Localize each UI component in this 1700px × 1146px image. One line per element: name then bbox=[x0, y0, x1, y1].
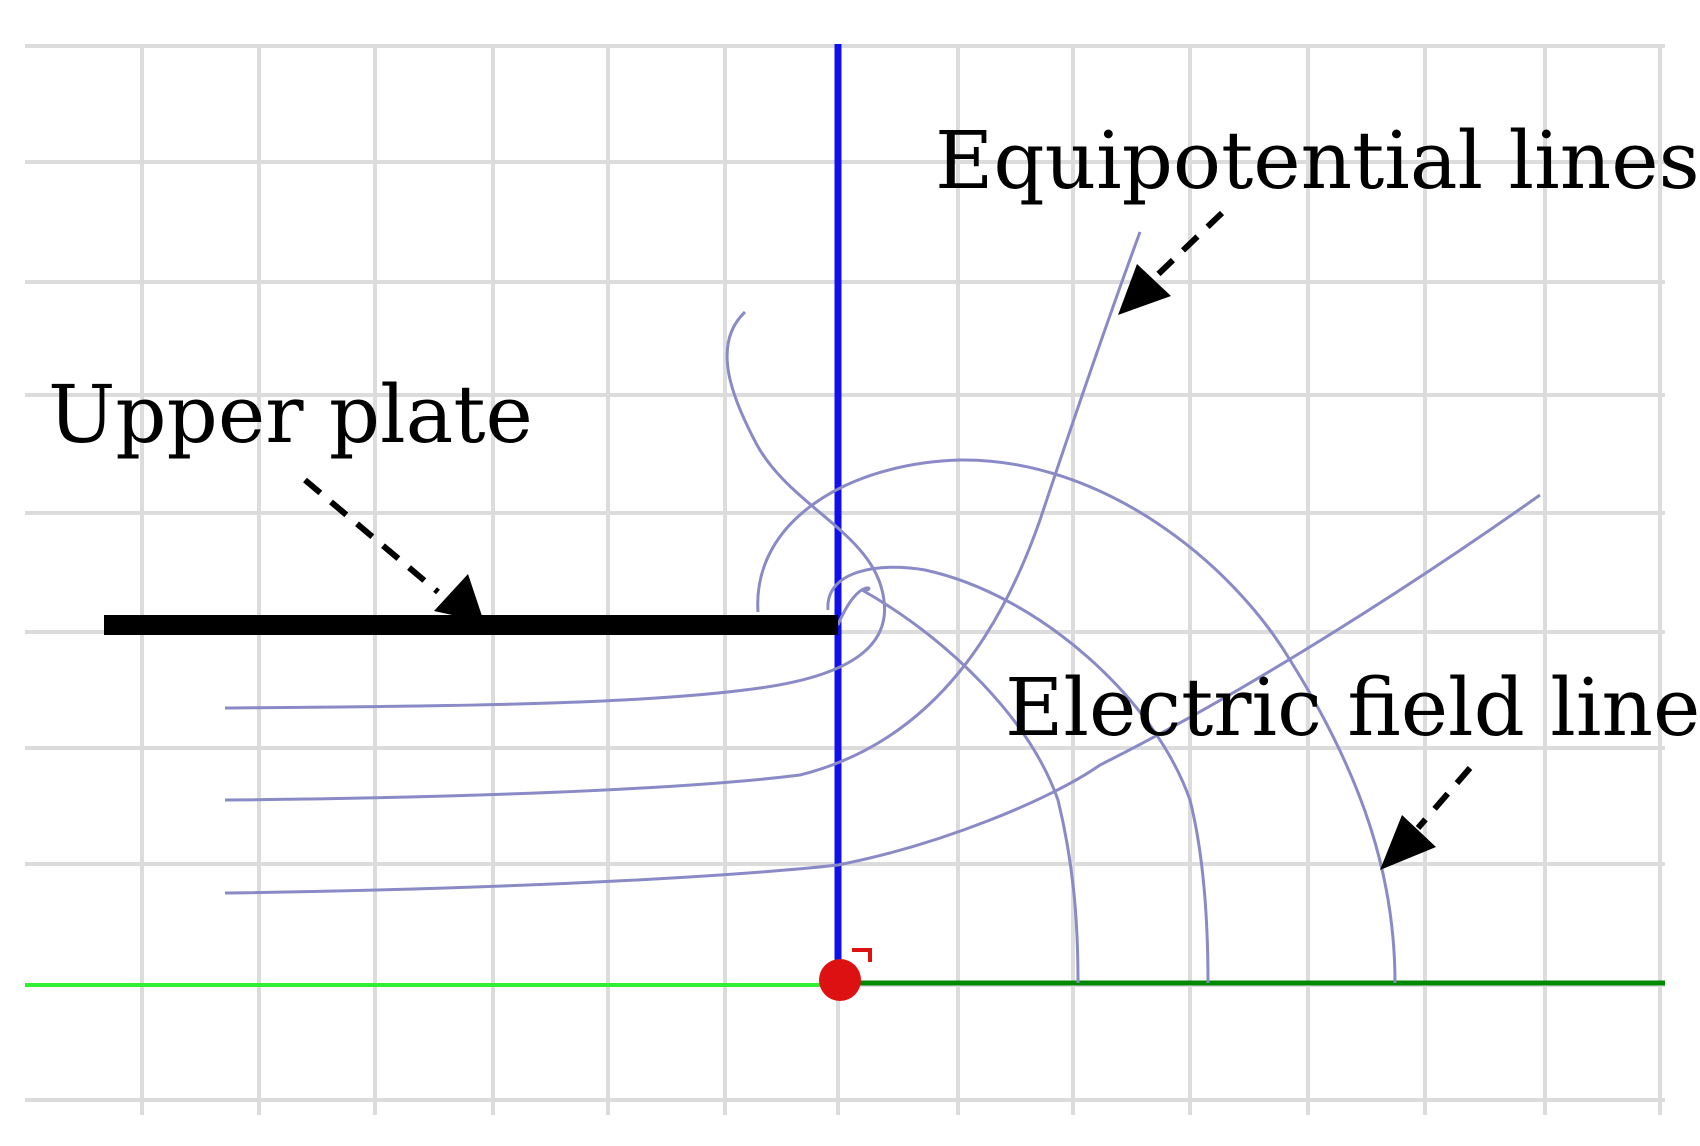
equipotential-line-1 bbox=[836, 586, 1080, 984]
field-line-1 bbox=[224, 310, 887, 710]
field-lines-label: Electric field lines bbox=[1005, 661, 1700, 754]
field-line-2 bbox=[224, 231, 1142, 802]
equipotential-label: Equipotential lines bbox=[935, 114, 1700, 207]
field-lines-arrowhead bbox=[1380, 815, 1436, 870]
equipotential-arrowhead bbox=[1118, 264, 1171, 315]
label-arrows bbox=[303, 210, 1473, 870]
field-line-3 bbox=[224, 493, 1541, 895]
upper-plate-arrowhead bbox=[434, 574, 484, 622]
field-lines-arrow bbox=[1415, 766, 1473, 830]
equipotential-line-3 bbox=[756, 458, 1397, 984]
electric-field-lines bbox=[224, 231, 1541, 895]
equipotential-arrow bbox=[1145, 210, 1225, 287]
equipotential-line-2 bbox=[826, 565, 1210, 984]
equipotential-lines bbox=[756, 458, 1397, 984]
upper-plate-label: Upper plate bbox=[48, 368, 533, 461]
upper-plate-arrow bbox=[303, 477, 440, 595]
origin-marker bbox=[819, 948, 872, 1001]
